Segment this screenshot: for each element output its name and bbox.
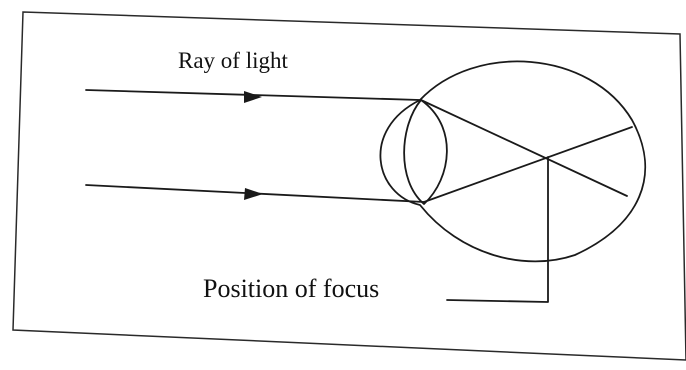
arrowhead-top: [244, 91, 262, 103]
ray-of-light-label: Ray of light: [178, 48, 288, 73]
eyeball-outline: [380, 61, 645, 261]
refracted-ray-top: [421, 100, 627, 196]
focus-pointer-line: [447, 157, 548, 302]
eye-lens: [404, 100, 447, 204]
position-of-focus-label: Position of focus: [203, 274, 379, 303]
refracted-ray-bottom: [424, 127, 632, 202]
arrowhead-bottom: [244, 188, 263, 200]
